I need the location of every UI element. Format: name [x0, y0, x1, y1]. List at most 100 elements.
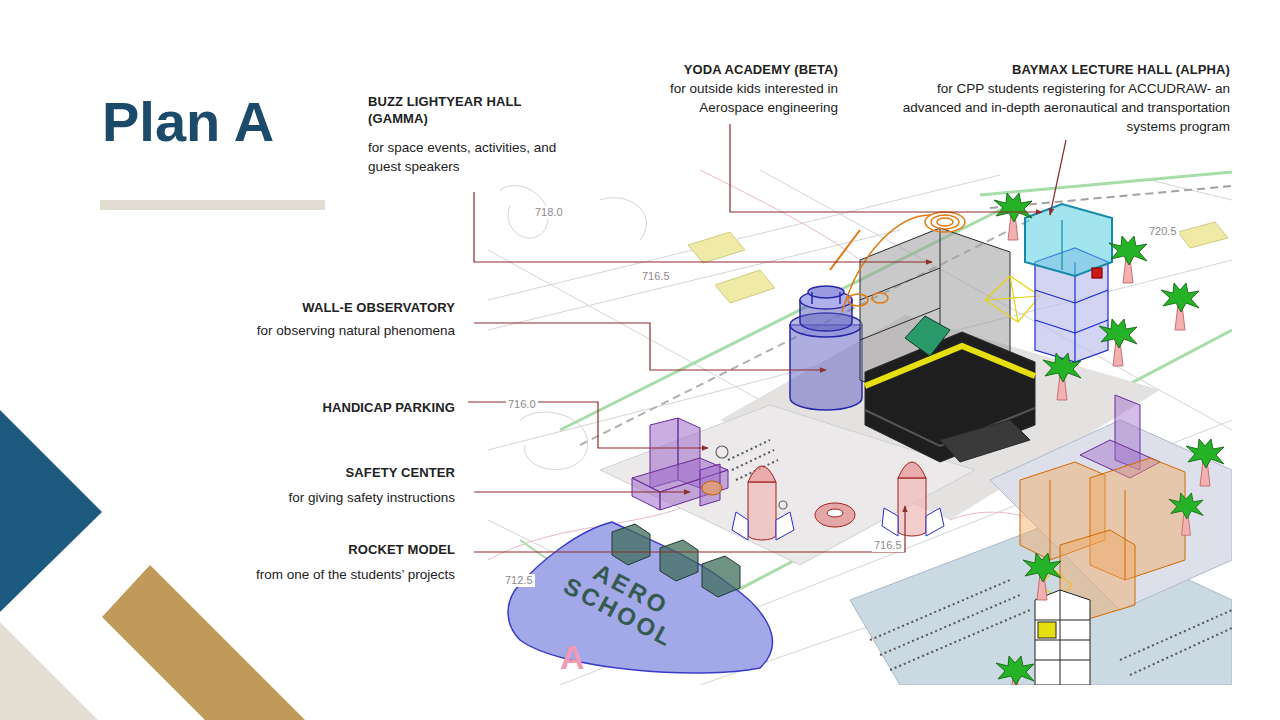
leader-line [1050, 140, 1066, 215]
parking-stripes [870, 580, 1010, 640]
palm-tree [1099, 319, 1137, 366]
observatory [808, 286, 844, 298]
orange-building [1125, 490, 1126, 580]
orange-building [1020, 458, 1185, 620]
callout-note: from one of the students’ projects [195, 565, 455, 584]
leader-line [474, 506, 905, 552]
slide-decoration [102, 565, 305, 720]
slide-decoration [0, 200, 325, 720]
parking-pad [1178, 222, 1228, 248]
parking-stripes [732, 450, 774, 470]
main-hall [860, 228, 1035, 462]
tower [1038, 622, 1056, 638]
palm-tree [1043, 353, 1081, 400]
palm-tree [994, 193, 1032, 240]
lecture-hall [1035, 320, 1075, 333]
lecture-hall [1035, 290, 1075, 303]
space-frame [985, 296, 1040, 300]
slide-decoration [0, 622, 98, 720]
orbit-sculpture [872, 293, 888, 303]
parking-pad [715, 270, 775, 303]
orbit-sculpture [925, 212, 965, 232]
lecture-hall [1092, 268, 1102, 278]
main-hall [860, 268, 940, 300]
main-hall [940, 420, 1030, 462]
parking-stripes [1120, 610, 1232, 660]
safety-marker [702, 481, 722, 495]
rocket-model [732, 512, 748, 540]
palm-tree [1109, 236, 1147, 283]
road-line [520, 172, 1232, 610]
student-pavilion [660, 540, 698, 581]
tower [1035, 660, 1090, 661]
tower [1035, 640, 1090, 641]
callout-note: for giving safety instructions [205, 488, 455, 507]
lecture-hall [1025, 204, 1112, 362]
callout-heading: YODA ACADEMY (BETA) [538, 61, 838, 78]
parking-stripes [880, 595, 1020, 655]
palm-tree [1169, 493, 1203, 535]
callout-note: for observing natural phenomena [205, 321, 455, 340]
student-pavilion [702, 556, 740, 597]
elevation-mark: 716.5 [640, 270, 672, 283]
handicap-symbol [779, 501, 787, 509]
rocket-model [898, 462, 926, 478]
student-pavilion [612, 524, 650, 565]
slide-decoration [100, 200, 325, 210]
elevation-mark: 716.5 [872, 539, 904, 552]
palm-tree [1161, 283, 1199, 330]
callout-heading: WALL-E OBSERVATORY [205, 299, 455, 316]
parking-stripes [728, 440, 770, 460]
tower [1035, 590, 1090, 685]
safety-center [632, 418, 728, 510]
orbit-sculpture [937, 218, 953, 226]
aero-school-pad [508, 522, 772, 673]
elevation-mark: 718.0 [533, 206, 565, 219]
palm-tree [996, 656, 1034, 685]
space-frame [1010, 276, 1018, 322]
main-hall [905, 316, 950, 356]
rocket-model [732, 462, 944, 540]
rocket-model [882, 508, 898, 536]
rocket-model [748, 466, 776, 482]
elevation-mark: 712.5 [503, 574, 535, 587]
map-line [600, 198, 646, 240]
palm-tree [994, 193, 1224, 685]
orange-building [1050, 480, 1051, 560]
slide-decoration [0, 410, 102, 612]
handicap-symbol [716, 446, 728, 458]
space-frame [985, 276, 1040, 322]
map-line [488, 170, 1232, 685]
parking-pad [688, 232, 745, 263]
leader-line [474, 192, 932, 262]
palm-tree [1186, 439, 1224, 486]
observatory [811, 292, 813, 304]
road-line [980, 172, 1232, 195]
ground-letter: A [560, 640, 585, 674]
leader-line [468, 124, 1066, 552]
parking-stripes [728, 440, 1232, 675]
parking-stripes [1130, 628, 1232, 675]
callout-heading: BUZZ LIGHTYEAR HALL (GAMMA) [368, 93, 546, 127]
slide-title: Plan A [102, 94, 274, 150]
palm-tree [1023, 553, 1061, 600]
leader-line [474, 491, 690, 492]
main-hall [865, 332, 1035, 462]
callout-heading: SAFETY CENTER [205, 464, 455, 481]
tower [1035, 620, 1090, 621]
lecture-hall [1061, 220, 1062, 270]
map-line [488, 250, 760, 400]
safety-center [632, 478, 660, 510]
rocket-model [827, 509, 843, 517]
elevation-mark: 720.5 [1147, 225, 1179, 238]
site-plan [488, 170, 1232, 685]
callout-note: for space events, activities, and guest … [368, 138, 568, 176]
orbit-sculpture [931, 215, 959, 229]
callout-note: for outside kids interested in Aerospace… [623, 79, 838, 117]
rocket-model [776, 512, 794, 540]
site-plan [488, 170, 1232, 685]
callout-heading: HANDICAP PARKING [205, 399, 455, 416]
lecture-hall [1075, 320, 1108, 333]
lecture-hall [1075, 290, 1108, 303]
elevation-mark: 716.0 [506, 398, 538, 411]
